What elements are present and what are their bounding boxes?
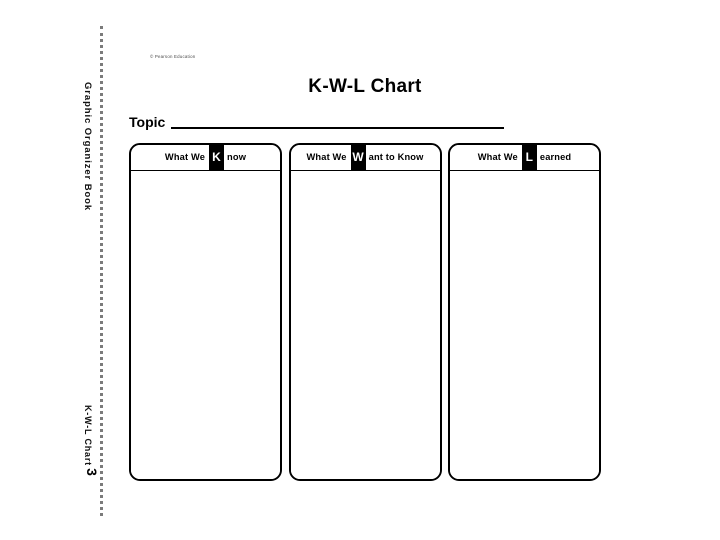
highlight-letter-w: W <box>350 145 366 170</box>
column-header-prefix: What We <box>164 151 206 162</box>
column-header-suffix: ant to Know <box>368 151 424 162</box>
topic-row: Topic <box>129 110 504 130</box>
page-title: K-W-L Chart <box>308 76 422 97</box>
column-header-suffix: earned <box>539 151 572 162</box>
copyright-notice: © Pearson Education <box>150 54 196 59</box>
highlight-letter-l: L <box>521 145 537 170</box>
spine-label-book-title: Graphic Organizer Book <box>82 82 93 212</box>
spine-label-sheet-title: K-W-L Chart <box>83 405 93 466</box>
highlight-letter-k: K <box>209 145 225 170</box>
topic-label: Topic <box>129 114 166 130</box>
column-body-want-to-know[interactable] <box>290 171 440 479</box>
column-header-prefix: What We <box>477 151 518 162</box>
page-number: 3 <box>84 468 100 476</box>
column-body-learned[interactable] <box>450 171 599 479</box>
column-header-suffix: now <box>227 151 247 162</box>
column-body-know[interactable] <box>131 171 280 479</box>
column-header-prefix: What We <box>306 151 347 162</box>
perforation-dotted-line <box>100 26 103 516</box>
topic-write-in-line[interactable] <box>171 127 504 129</box>
